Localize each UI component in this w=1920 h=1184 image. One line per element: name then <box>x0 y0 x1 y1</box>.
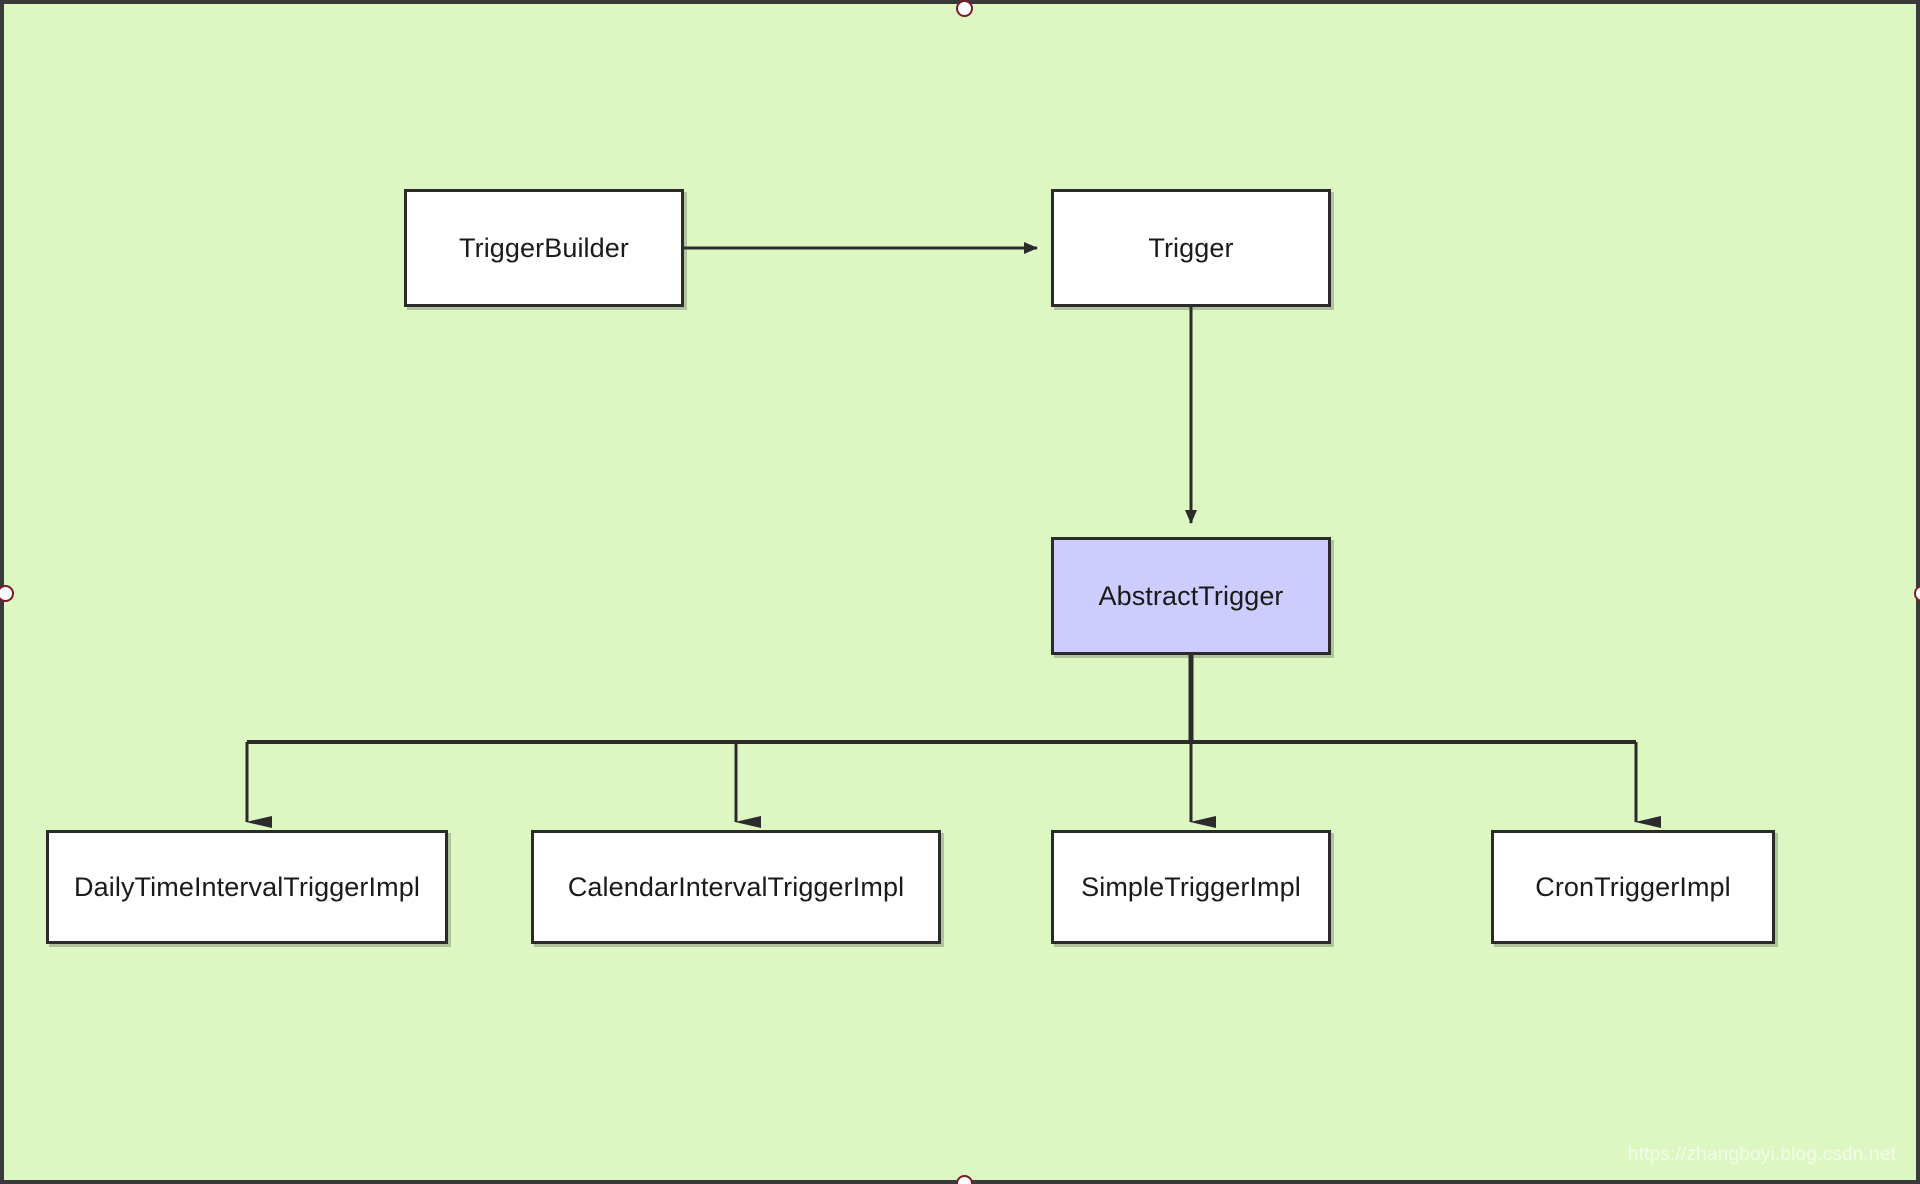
node-simple-trigger-impl[interactable]: SimpleTriggerImpl <box>1051 830 1331 944</box>
watermark-text: https://zhangboyi.blog.csdn.net <box>1627 1144 1896 1165</box>
node-abstract-trigger[interactable]: AbstractTrigger <box>1051 537 1331 655</box>
node-label: CalendarIntervalTriggerImpl <box>567 871 905 902</box>
resize-handle-right[interactable] <box>1914 585 1920 602</box>
resize-handle-top[interactable] <box>956 0 973 17</box>
node-label: SimpleTriggerImpl <box>1081 871 1301 902</box>
node-trigger-builder[interactable]: TriggerBuilder <box>404 189 684 307</box>
edge-abstracttrigger-trunk <box>247 655 1636 744</box>
edge-layer <box>245 242 1661 828</box>
resize-handle-left[interactable] <box>0 585 14 602</box>
resize-handle-bottom[interactable] <box>956 1175 973 1184</box>
node-daily-time-interval-trigger-impl[interactable]: DailyTimeIntervalTriggerImpl <box>46 830 448 944</box>
node-trigger[interactable]: Trigger <box>1051 189 1331 307</box>
node-cron-trigger-impl[interactable]: CronTriggerImpl <box>1491 830 1775 944</box>
node-label: TriggerBuilder <box>459 232 629 263</box>
node-label: AbstractTrigger <box>1098 580 1284 611</box>
node-label: CronTriggerImpl <box>1535 871 1731 902</box>
node-label: Trigger <box>1148 232 1234 263</box>
node-calendar-interval-trigger-impl[interactable]: CalendarIntervalTriggerImpl <box>531 830 941 944</box>
node-label: DailyTimeIntervalTriggerImpl <box>74 871 420 902</box>
